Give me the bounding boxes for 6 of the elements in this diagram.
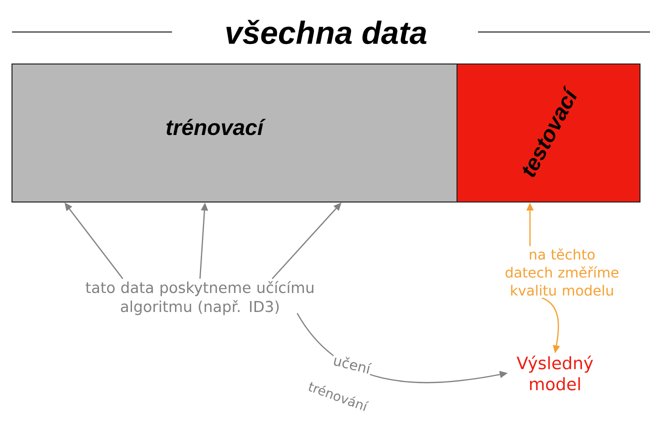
- edge-label: učení: [331, 352, 373, 376]
- result-text: Výsledný model: [516, 356, 593, 390]
- training-data-box: trénovací: [12, 64, 458, 202]
- note-text: tato data poskytneme učícímu algoritmu (např. ID3): [86, 280, 314, 316]
- title: všechna data: [226, 20, 426, 44]
- note-text: na těchto datech změříme kvalitu modelu: [506, 248, 618, 296]
